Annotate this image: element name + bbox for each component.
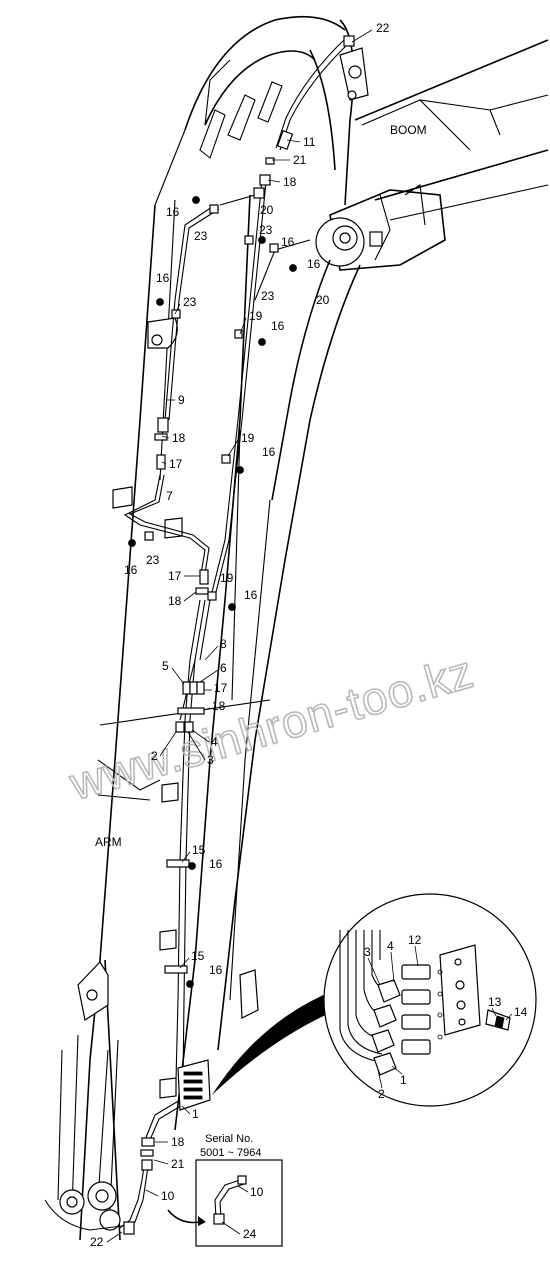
serial-title-line2: 5001 ~ 7964 [200, 1147, 261, 1159]
callout-19-a: 19 [249, 309, 263, 323]
callout-19-c: 19 [220, 571, 234, 585]
callout-3-main: 3 [207, 753, 214, 767]
callout-4-detail: 4 [387, 939, 394, 953]
callout-19-b: 19 [241, 431, 255, 445]
callout-2-detail: 2 [378, 1087, 385, 1101]
callout-18-e: 18 [171, 1135, 185, 1149]
callout-22-bottom: 22 [90, 1235, 104, 1249]
callout-10-inset: 10 [250, 1185, 264, 1199]
arm-label: ARM [95, 835, 122, 849]
callout-7: 7 [166, 489, 173, 503]
callout-18-b: 18 [172, 431, 186, 445]
callout-21-top: 21 [293, 153, 307, 167]
part-callouts: 22 11 21 18 20 16 23 23 16 16 23 16 20 2… [90, 21, 528, 1249]
callout-16-c: 16 [156, 271, 170, 285]
callout-18-top: 18 [283, 175, 297, 189]
callout-16-i: 16 [209, 857, 223, 871]
callout-24-inset: 24 [243, 1227, 257, 1241]
callout-16-e: 16 [271, 319, 285, 333]
callout-16-b: 16 [281, 235, 295, 249]
callout-20-right: 20 [316, 293, 330, 307]
callout-15-b: 15 [191, 949, 205, 963]
callout-2-main: 2 [151, 749, 158, 763]
callout-16-d: 16 [307, 257, 321, 271]
callout-18-c: 18 [168, 594, 182, 608]
callout-12-detail: 12 [408, 933, 422, 947]
callout-21-b: 21 [171, 1157, 185, 1171]
callout-13-detail: 13 [488, 995, 502, 1009]
callout-17-c: 17 [214, 681, 228, 695]
callout-3-detail: 3 [364, 945, 371, 959]
callout-10-main: 10 [161, 1189, 175, 1203]
callout-16-j: 16 [209, 963, 223, 977]
boom-label: BOOM [390, 123, 427, 137]
detail-callout [212, 893, 537, 1107]
callout-4-main: 4 [211, 735, 218, 749]
callout-16-h: 16 [244, 588, 258, 602]
callout-1-detail: 1 [400, 1073, 407, 1087]
callout-23-c: 23 [183, 295, 197, 309]
boom-structure [217, 19, 549, 1051]
serial-title-line1: Serial No. [205, 1133, 253, 1145]
callout-17-a: 17 [169, 457, 183, 471]
callout-23-a: 23 [194, 229, 208, 243]
callout-15-a: 15 [192, 843, 206, 857]
callout-20-top: 20 [260, 203, 274, 217]
callout-5: 5 [162, 659, 169, 673]
arm-structure [44, 15, 346, 1241]
callout-6: 6 [220, 661, 227, 675]
callout-16-a: 16 [166, 205, 180, 219]
callout-23-e: 23 [146, 553, 160, 567]
callout-16-g: 16 [124, 563, 138, 577]
fittings [123, 35, 355, 1235]
callout-22-top: 22 [376, 21, 390, 35]
callout-1-main: 1 [192, 1107, 199, 1121]
callout-23-b: 23 [259, 223, 273, 237]
hydraulic-lines [119, 37, 351, 1233]
callout-16-f: 16 [262, 445, 276, 459]
callout-11: 11 [303, 135, 316, 149]
callout-14-detail: 14 [514, 1005, 528, 1019]
callout-17-b: 17 [168, 569, 182, 583]
callout-18-d: 18 [212, 699, 226, 713]
callout-8: 8 [220, 637, 227, 651]
callout-9: 9 [178, 393, 185, 407]
watermark-text: www.sinhron-too.kz [63, 645, 479, 810]
callout-23-d: 23 [261, 289, 275, 303]
serial-inset [167, 1159, 283, 1247]
